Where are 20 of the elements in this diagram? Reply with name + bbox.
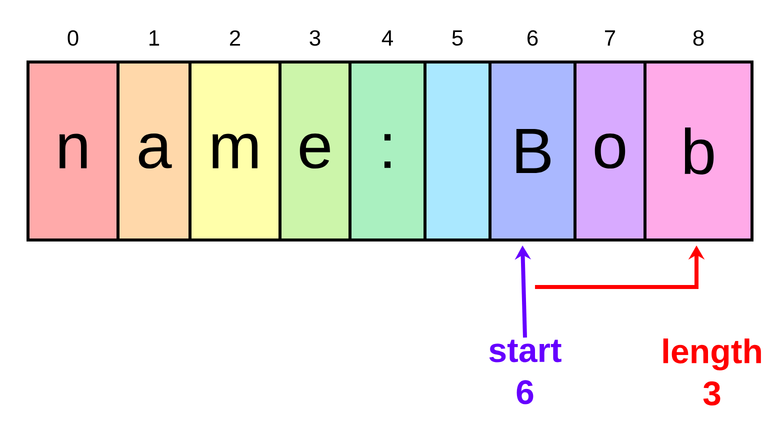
letter-cell: :: [348, 60, 426, 242]
index-number: 5: [452, 30, 463, 46]
index-number: 4: [382, 30, 393, 46]
letter-cell: o: [574, 60, 646, 242]
index-number: 0: [68, 30, 78, 46]
index-number: 2: [230, 30, 240, 46]
index-number: 3: [310, 30, 320, 46]
index-number: 8: [693, 30, 704, 46]
index-number: 1: [150, 30, 160, 46]
letter-cell: n: [26, 60, 120, 242]
index-number: 6: [528, 30, 538, 46]
letter-cell: e: [278, 60, 352, 242]
text-label: start 6: [489, 340, 562, 404]
letter-cell: [424, 60, 492, 242]
letter-cell: a: [116, 60, 192, 242]
letter-cell: b: [644, 60, 754, 242]
letter-cell: B: [488, 60, 576, 242]
text-label: length 3: [663, 338, 761, 406]
index-number: 7: [605, 30, 616, 46]
letter-cell: m: [188, 60, 282, 242]
